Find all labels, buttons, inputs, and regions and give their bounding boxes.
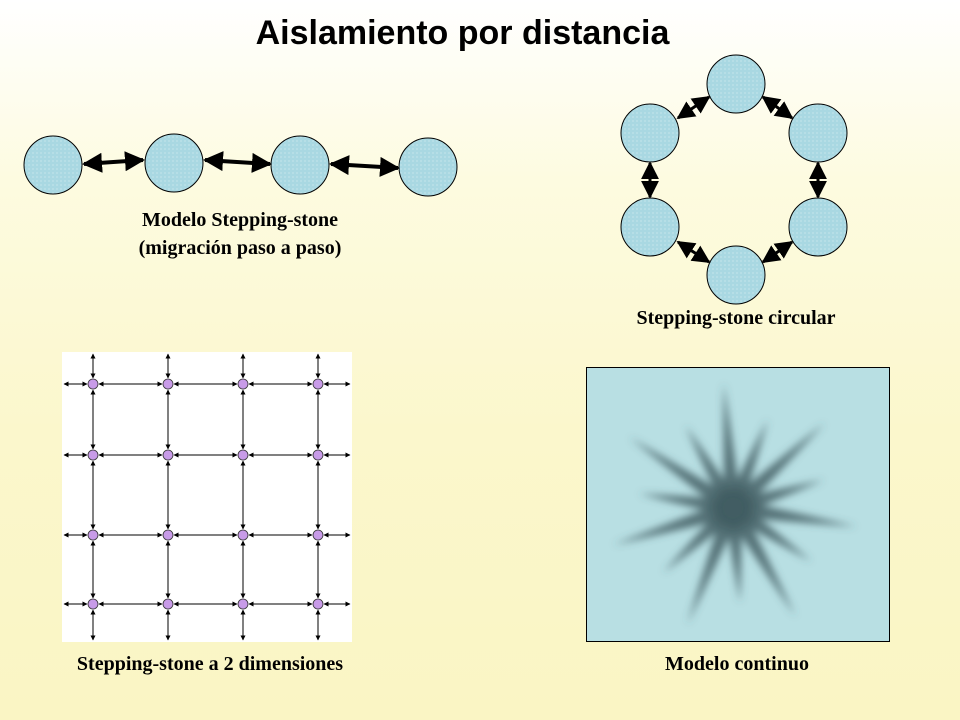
grid-node [312, 378, 324, 390]
grid-node [87, 529, 99, 541]
deme-node [144, 133, 204, 193]
grid-node [237, 598, 249, 610]
star-ray [725, 503, 796, 617]
star-ray [724, 419, 768, 512]
deme-node [620, 103, 680, 163]
migration-arrow [761, 95, 794, 120]
grid-node [87, 449, 99, 461]
star-ray [613, 499, 736, 545]
star-ray [727, 500, 812, 562]
continuous-model-star [613, 383, 857, 625]
grid-node [87, 598, 99, 610]
stepping-stone-caption-line2: (migración paso a paso) [138, 237, 342, 259]
grid-node [162, 598, 174, 610]
continuous-caption: Modelo continuo [665, 653, 809, 675]
circular-stepping-stone-diagram [620, 54, 848, 305]
two-dimensional-grid [63, 353, 351, 641]
migration-arrow [329, 155, 400, 177]
star-ray [731, 499, 857, 527]
stepping-stone-caption-line1: Modelo Stepping-stone [141, 209, 339, 231]
continuous-model-panel [586, 367, 890, 642]
deme-node [788, 103, 848, 163]
deme-node [706, 245, 766, 305]
grid-node [237, 449, 249, 461]
grid-node [162, 529, 174, 541]
deme-node [270, 135, 330, 195]
grid-node [312, 598, 324, 610]
slide-title: Aislamiento por distancia [255, 14, 670, 52]
deme-node [398, 137, 458, 197]
grid-node [237, 378, 249, 390]
grid-node [162, 378, 174, 390]
migration-arrow [82, 151, 145, 173]
migration-arrow [761, 240, 794, 264]
grid-node [312, 529, 324, 541]
deme-node [620, 197, 680, 257]
linear-stepping-stone-diagram [23, 133, 458, 197]
star-center [723, 498, 743, 518]
two-dimensions-caption: Stepping-stone a 2 dimensiones [76, 653, 344, 675]
deme-node [23, 135, 83, 195]
stepping-stone-caption: Modelo Stepping-stone (migración paso a … [60, 206, 420, 262]
star-ray [687, 504, 742, 625]
star-ray [730, 480, 824, 517]
deme-node [788, 197, 848, 257]
migration-arrow [676, 95, 711, 120]
star-ray [726, 423, 825, 515]
star-ray [629, 437, 739, 516]
grid-node [162, 449, 174, 461]
two-dimensional-grid-panel [62, 352, 352, 642]
migration-arrow [203, 151, 272, 173]
migration-arrow [676, 240, 711, 264]
grid-node [87, 378, 99, 390]
star-ray [723, 383, 742, 509]
grid-node [237, 529, 249, 541]
grid-node [312, 449, 324, 461]
circular-caption: Stepping-stone circular [636, 307, 836, 329]
deme-node [706, 54, 766, 114]
